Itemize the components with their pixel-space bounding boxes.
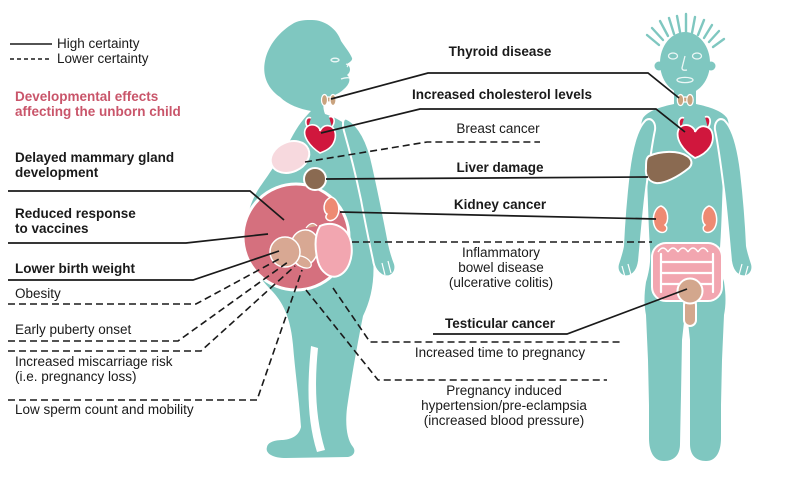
woman-nostril-icon [345,63,349,68]
line-obesity [8,257,282,305]
line-thyroid-disease [330,72,680,100]
dashed-connector-lines [8,141,652,401]
label-low-sperm: Low sperm count and mobility [15,402,194,417]
line-low-sperm [8,269,303,401]
line-cholesterol [320,108,686,134]
woman-hand-finger-lines [381,260,392,276]
label-miscarriage: Increased miscarriage risk (i.e. pregnan… [15,354,173,384]
man-right-kidney-icon [701,205,718,234]
man-face-features [667,52,703,84]
label-early-puberty: Early puberty onset [15,322,132,337]
legend-swatches [10,43,52,60]
label-liver-damage: Liver damage [456,160,544,175]
line-testicular-cancer [433,288,688,335]
man-right-eye-icon [691,52,703,60]
label-obesity: Obesity [15,286,61,301]
woman-figure [241,20,397,458]
man-liver-icon [644,150,693,185]
label-hypertension: Pregnancy induced hypertension/pre-eclam… [421,383,587,428]
man-head [660,32,710,94]
woman-leg-gap [308,346,325,452]
man-mouth-icon [676,76,694,84]
woman-intestine-icon [314,223,353,278]
solid-connector-lines [8,72,688,335]
label-lower-birth-weight: Lower birth weight [15,261,135,276]
man-figure [616,12,754,461]
label-time-to-pregnancy: Increased time to pregnancy [414,345,586,360]
line-miscarriage [8,265,296,352]
man-right-arm [713,118,754,278]
woman-kidney-icon [323,196,340,222]
label-thyroid-disease: Thyroid disease [448,44,552,59]
label-reduced-vaccines: Reduced response to vaccines [15,206,136,236]
woman-eye-icon [330,57,340,63]
woman-lips-icon [340,77,351,80]
line-hypertension [305,289,607,381]
woman-breast-icon [269,140,311,174]
line-delayed-mammary [8,190,285,221]
man-left-arm [616,118,657,278]
fetus-arm-icon [305,222,318,229]
label-breast-cancer: Breast cancer [456,121,540,136]
line-reduced-vaccines [8,233,269,244]
label-developmental-effects: Developmental effects affecting the unbo… [15,89,181,119]
line-liver-damage [325,176,649,180]
woman-face-features [330,57,351,80]
label-ibd: Inflammatory bowel disease (ulcerative c… [448,245,554,290]
woman-thyroid-icon [320,93,337,107]
man-nose-icon [681,55,688,71]
line-early-puberty [8,261,289,342]
label-lower-certainty: Lower certainty [57,51,149,66]
label-high-certainty: High certainty [57,36,140,51]
line-lower-birth-weight [8,250,280,281]
label-kidney-cancer: Kidney cancer [453,197,547,212]
line-time-to-pregnancy [332,287,623,343]
line-breast-cancer [304,141,540,163]
woman-arm [342,117,397,278]
label-testicular-cancer: Testicular cancer [444,316,556,331]
line-kidney-cancer [339,211,657,220]
man-hand-finger-lines [621,263,749,278]
label-delayed-mammary: Delayed mammary gland development [15,150,175,180]
man-hair-spikes-icon [645,12,726,49]
woman-liver-icon [303,167,327,191]
label-cholesterol: Increased cholesterol levels [411,87,593,102]
man-genital-icon [676,277,704,327]
man-left-eye-icon [667,52,679,60]
